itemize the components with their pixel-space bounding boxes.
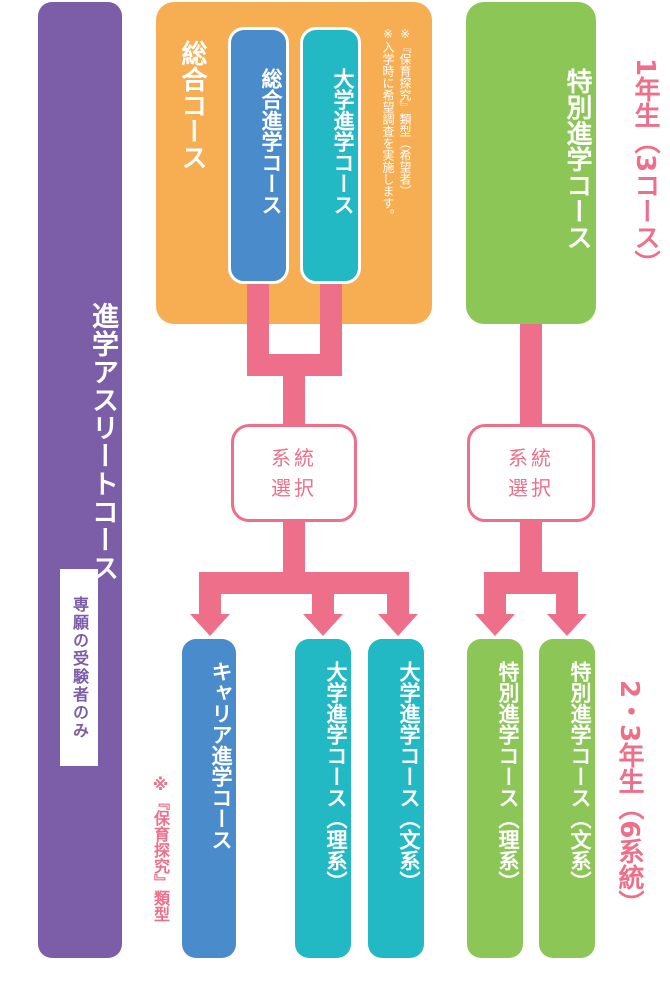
connector-right-drop-1 <box>484 594 506 614</box>
select-right-line1: 系統 <box>508 446 554 470</box>
select-box-left-text: 系統 選択 <box>271 443 317 503</box>
special-course-box: 特別進学コース <box>466 2 596 324</box>
career-course-box: キャリア進学コース <box>182 639 236 958</box>
special-science-label: 特別進学コース（理系） <box>496 661 520 892</box>
athlete-course-note-frame: 専願の受験者のみ <box>60 569 98 766</box>
year1-label: 1年生（3コース） <box>628 58 662 276</box>
connector-left-lower-stem <box>283 522 305 572</box>
special-humanities-label: 特別進学コース（文系） <box>568 661 592 892</box>
athlete-course-label: 進学アスリートコース <box>87 302 118 582</box>
general-course-label: 総合コース <box>177 40 207 170</box>
select-right-line2: 選択 <box>508 476 554 500</box>
career-note: ※『保育探究』類型 <box>151 775 170 922</box>
arrow-career <box>190 614 230 636</box>
general-sub-course-1: 総合進学コース <box>228 27 289 284</box>
connector-right-stem <box>520 324 542 426</box>
special-science-box: 特別進学コース（理系） <box>467 639 523 958</box>
univ-humanities-box: 大学進学コース（文系） <box>368 639 424 958</box>
arrow-univ-science <box>303 614 343 636</box>
general-sub-course-1-label: 総合進学コース <box>259 68 283 215</box>
connector-left-drop-1 <box>199 594 221 614</box>
career-course-label: キャリア進学コース <box>209 661 233 850</box>
connector-left-lower-hbar <box>199 572 409 594</box>
connector-left-stem-1 <box>247 284 269 354</box>
connector-right-drop-2 <box>556 594 578 614</box>
select-box-right-text: 系統 選択 <box>508 443 554 503</box>
arrow-special-science <box>475 614 515 636</box>
year23-paren: （6系統） <box>614 794 644 917</box>
connector-right-lower-hbar <box>484 572 578 594</box>
general-sub-course-2: 大学進学コース <box>300 27 361 284</box>
general-note-1: ※『保育探究』類型（希望者） <box>398 27 412 197</box>
general-course-box: 総合コース <box>156 2 432 324</box>
select-box-left: 系統 選択 <box>231 424 357 522</box>
univ-humanities-label: 大学進学コース（文系） <box>397 661 421 892</box>
special-course-label: 特別進学コース <box>562 68 592 250</box>
year23-label-text: 2・3年生 <box>614 680 644 795</box>
univ-science-label: 大学進学コース（理系） <box>324 661 348 892</box>
select-box-right: 系統 選択 <box>467 424 595 522</box>
arrow-univ-humanities <box>378 614 418 636</box>
general-sub-course-2-label: 大学進学コース <box>331 68 355 215</box>
general-note-2: ※入学時に希望調査を実施します。 <box>381 27 395 221</box>
univ-science-box: 大学進学コース（理系） <box>295 639 351 958</box>
athlete-course-note: 専願の受験者のみ <box>70 595 89 740</box>
year1-paren: （3コース） <box>630 128 660 277</box>
athlete-course-box: 進学アスリートコース 専願の受験者のみ <box>38 2 122 958</box>
connector-left-drop-3 <box>387 594 409 614</box>
special-humanities-box: 特別進学コース（文系） <box>539 639 595 958</box>
connector-left-drop-2 <box>312 594 334 614</box>
select-left-line1: 系統 <box>271 446 317 470</box>
connector-right-lower-stem <box>520 522 542 572</box>
arrow-special-humanities <box>547 614 587 636</box>
year1-label-text: 1年生 <box>630 58 660 129</box>
connector-left-down <box>283 376 305 426</box>
connector-left-stem-2 <box>320 284 342 354</box>
connector-left-hbar <box>247 354 342 376</box>
select-left-line2: 選択 <box>271 476 317 500</box>
year23-label: 2・3年生（6系統） <box>612 680 646 916</box>
